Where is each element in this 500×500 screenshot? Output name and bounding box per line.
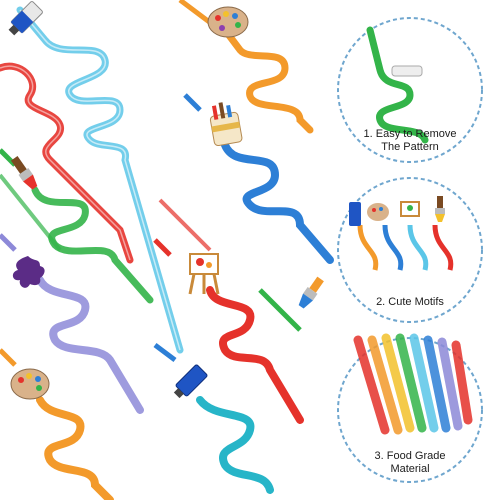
- callout-1-label: 1. Easy to Remove The Pattern: [350, 128, 470, 154]
- callout-1-line1: 1. Easy to Remove: [363, 128, 457, 140]
- callout-cute-motifs: [337, 177, 483, 323]
- straw-green-2: [258, 276, 324, 332]
- easel-icon: [188, 253, 220, 295]
- callout-3-line2: Material: [390, 463, 430, 475]
- paint-tube-icon: [349, 202, 361, 226]
- paint-brush-icon: [298, 276, 324, 309]
- callout-3-label: 3. Food Grade Material: [350, 450, 470, 476]
- straw-green-brush: [0, 148, 154, 304]
- straw-red-easel: [153, 238, 304, 424]
- paint-brush-icon: [435, 196, 445, 222]
- straw-blue-tube: [8, 1, 184, 354]
- paint-tube-icon: [8, 1, 43, 36]
- paint-jar-icon: [209, 102, 243, 147]
- callout-easy-remove: [337, 17, 483, 163]
- easel-icon: [400, 201, 420, 217]
- straw-blue-jar: [183, 93, 334, 264]
- callout-food-grade: [337, 333, 483, 483]
- paint-splat-icon: [12, 256, 45, 288]
- callout-2-label: 2. Cute Motifs: [350, 296, 470, 309]
- paint-tube-icon: [173, 364, 208, 399]
- paint-palette-icon: [207, 6, 249, 38]
- callout-2-line1: 2. Cute Motifs: [376, 296, 444, 308]
- straw-purple-splat: [0, 233, 144, 414]
- callout-1-line2: The Pattern: [381, 141, 439, 153]
- straw-orange-2: [0, 348, 114, 500]
- paint-palette-icon: [367, 203, 389, 221]
- straw-cyan-tube: [153, 343, 274, 494]
- straw-orange-palette: [178, 0, 314, 134]
- paint-brush-icon: [10, 156, 38, 190]
- straw-red: [0, 62, 134, 264]
- paint-palette-icon: [10, 368, 50, 400]
- callout-3-line1: 3. Food Grade: [374, 450, 446, 462]
